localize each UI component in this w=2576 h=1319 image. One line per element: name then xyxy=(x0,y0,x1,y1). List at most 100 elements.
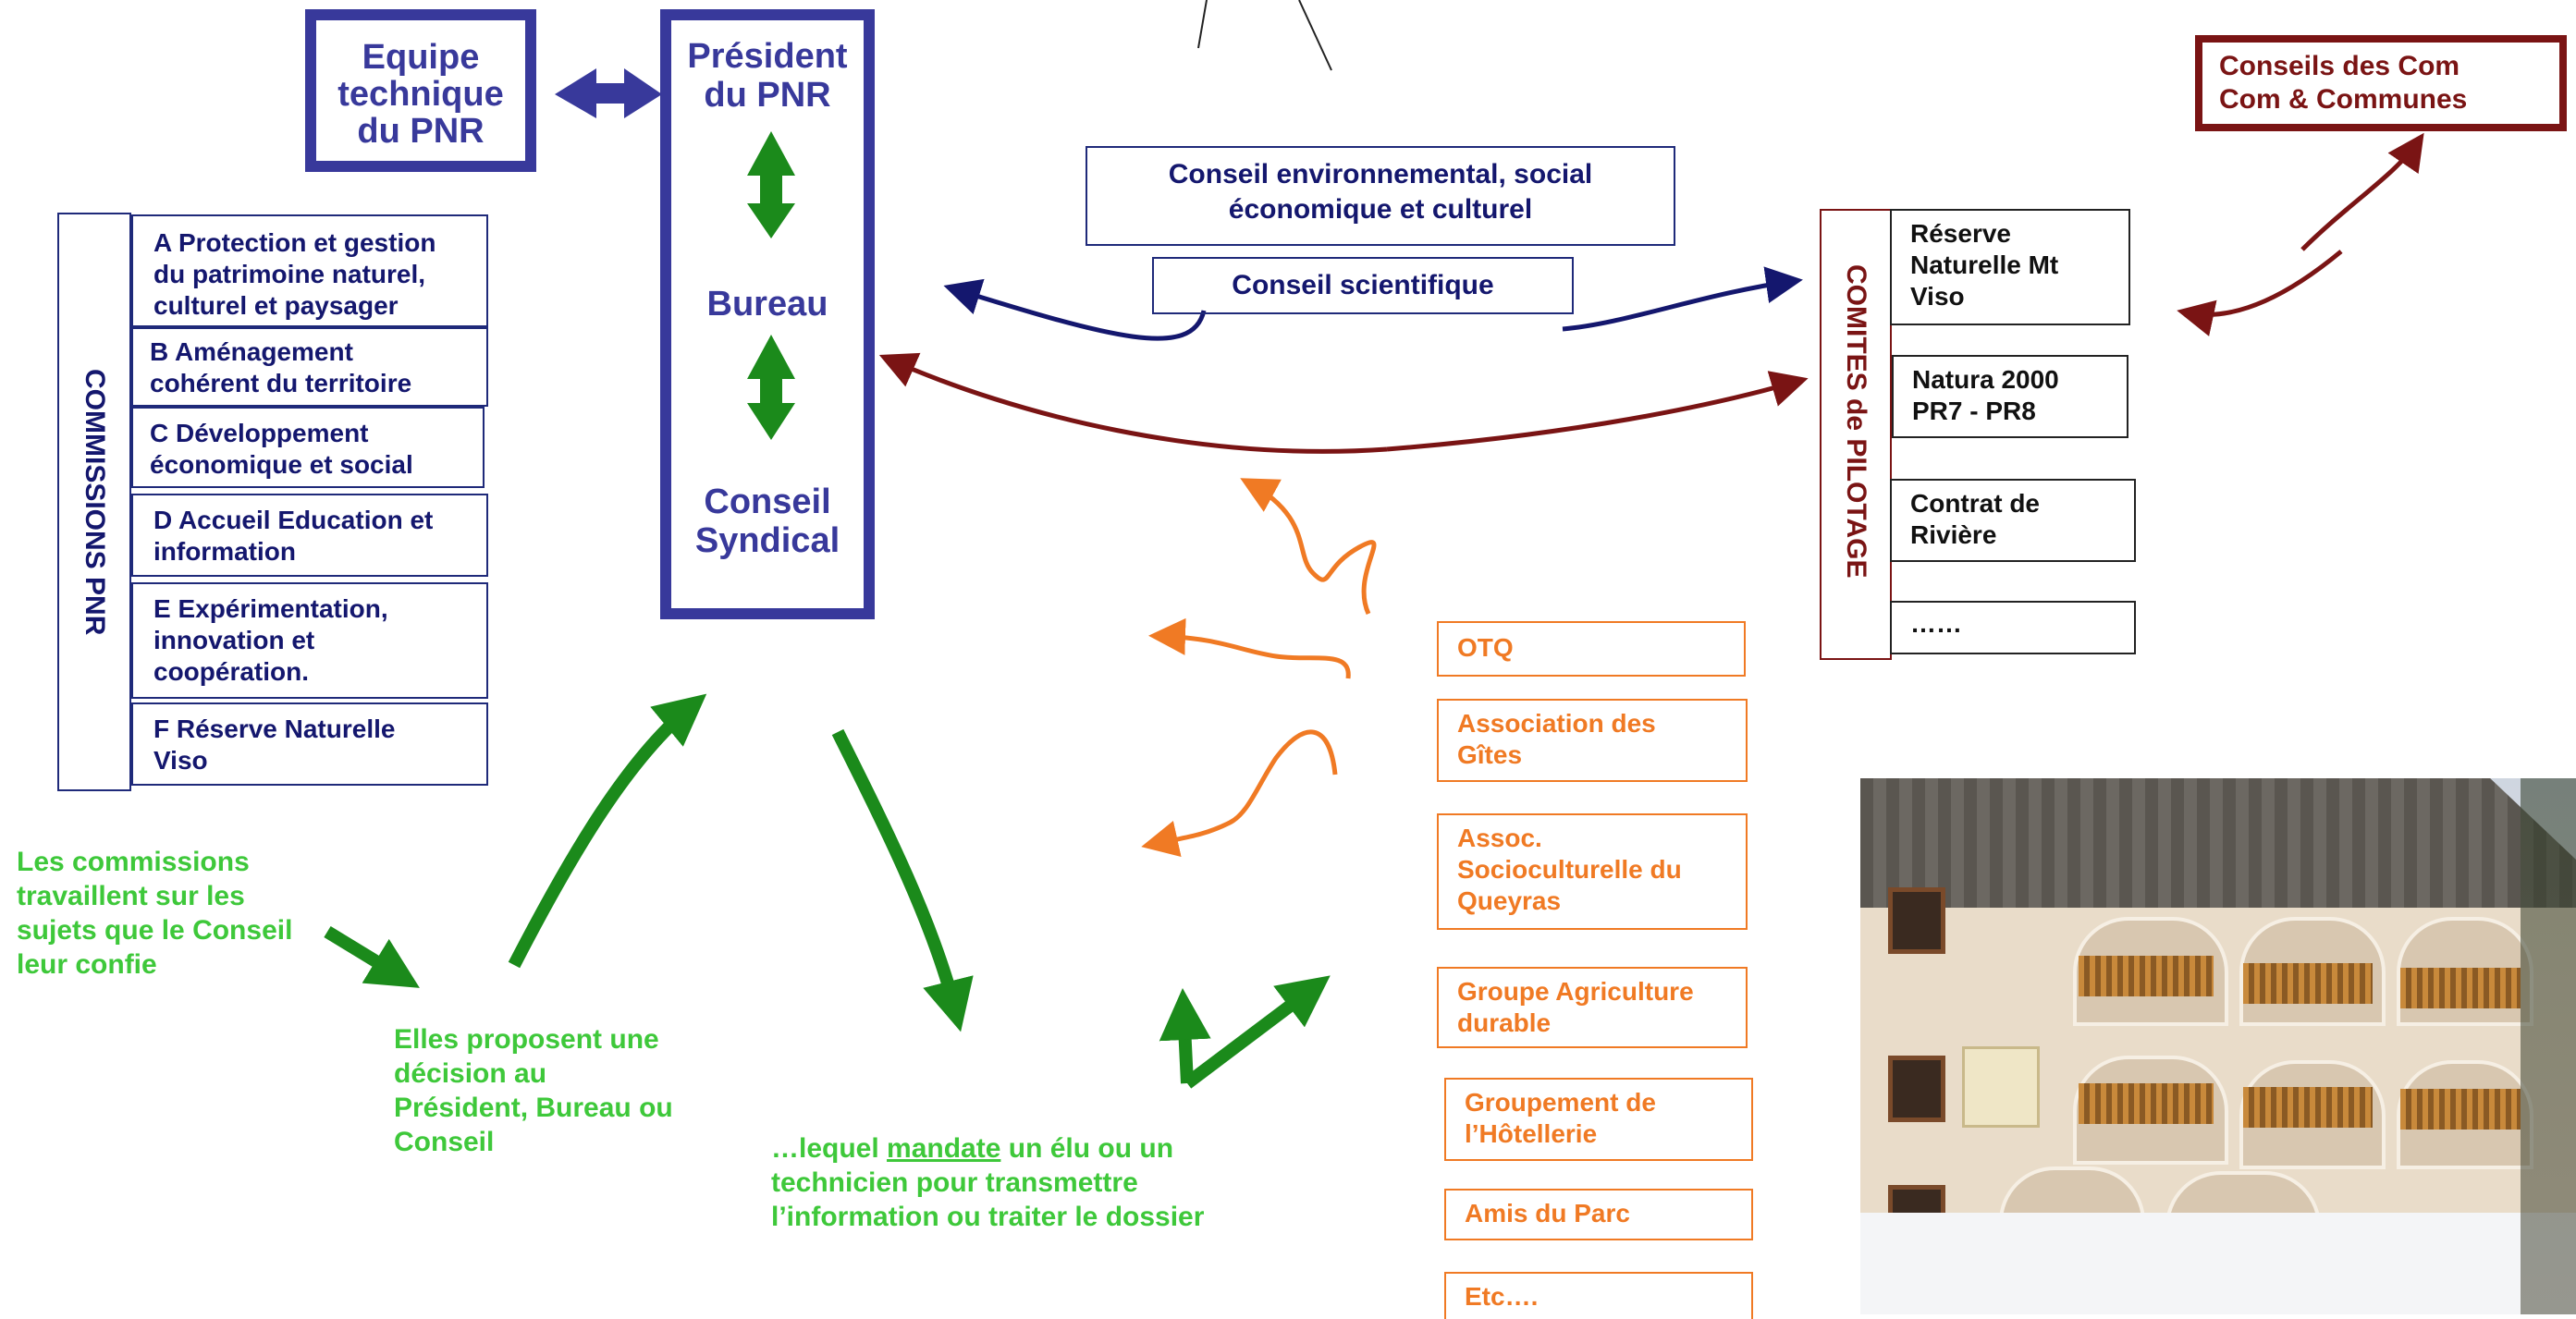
note-propose: Elles proposent une décision au Présiden… xyxy=(394,1022,708,1159)
commission-line: E Expérimentation, xyxy=(153,594,388,623)
red-arrow-to-comites xyxy=(1386,371,1809,452)
commission-line: innovation et xyxy=(153,626,315,654)
commission-line: du patrimoine naturel, xyxy=(153,260,426,288)
orange-wavy-arrow-3 xyxy=(1141,729,1338,858)
partner-line: Assoc. xyxy=(1457,824,1542,852)
photo-balcony xyxy=(2079,956,2214,996)
photo-balcony xyxy=(2243,1087,2373,1128)
orange-wavy-arrow-2 xyxy=(1148,617,1351,679)
conseil-environnemental-box: Conseil environnemental, social économiq… xyxy=(1086,146,1675,246)
navy-arrow-left xyxy=(943,278,1207,341)
commission-line: B Aménagement xyxy=(150,337,353,366)
partner-etc: Etc…. xyxy=(1444,1272,1753,1319)
note-commissions-work: Les commissions travaillent sur les suje… xyxy=(17,845,331,982)
comite-line: Réserve xyxy=(1910,219,2011,248)
president-line: du PNR xyxy=(704,76,831,115)
commissions-title-box: COMMISSIONS PNR xyxy=(57,213,131,791)
conseils-com-line: Com & Communes xyxy=(2219,84,2468,115)
comite-item-more: …… xyxy=(1890,601,2136,654)
commission-line: Viso xyxy=(153,746,208,775)
green-arrow-mandate-up xyxy=(1159,988,1211,1084)
green-arrow-commissions-to-propose xyxy=(324,926,420,988)
red-arrow-conseils-com xyxy=(2177,250,2343,336)
note-line: sujets que le Conseil xyxy=(17,915,293,946)
partner-line: Amis du Parc xyxy=(1465,1199,1630,1227)
conseil-syndical-line: Syndical xyxy=(694,521,840,560)
photo-window xyxy=(1888,1056,1945,1122)
partner-groupement-hotellerie: Groupement de l’Hôtellerie xyxy=(1444,1078,1753,1161)
comite-line: Viso xyxy=(1910,282,1965,311)
commissions-title: COMMISSIONS PNR xyxy=(80,368,110,636)
photo-tree xyxy=(2521,778,2576,1314)
photo-balcony xyxy=(2400,1089,2521,1130)
commission-line: information xyxy=(153,537,296,566)
partner-line: Gîtes xyxy=(1457,740,1523,769)
partner-line: OTQ xyxy=(1457,633,1514,662)
commission-item-e: E Expérimentation, innovation et coopéra… xyxy=(131,582,488,699)
note-line: …lequel mandate un élu ou un xyxy=(771,1131,1270,1166)
navy-arrow-right xyxy=(1562,266,1803,332)
commission-line: D Accueil Education et xyxy=(153,506,434,534)
comite-item-natura: Natura 2000 PR7 - PR8 xyxy=(1892,355,2128,438)
top-line-left xyxy=(1197,0,1208,49)
partner-line: durable xyxy=(1457,1008,1552,1037)
photo-balcony xyxy=(2079,1083,2214,1124)
comite-line: Naturelle Mt xyxy=(1910,250,2059,279)
commission-line: F Réserve Naturelle xyxy=(153,714,396,743)
comite-line: PR7 - PR8 xyxy=(1912,397,2036,425)
note-mandate-underlined: mandate xyxy=(887,1133,1001,1164)
photo-roof xyxy=(1860,778,2576,926)
photo-balcony xyxy=(2243,963,2373,1004)
commission-item-f: F Réserve Naturelle Viso xyxy=(131,702,488,786)
equipe-technique-line: technique xyxy=(337,75,504,114)
partner-otq: OTQ xyxy=(1437,621,1746,677)
photo-sundial xyxy=(1962,1046,2040,1128)
commission-item-d: D Accueil Education et information xyxy=(131,494,488,577)
note-mandate-suffix: un élu ou un xyxy=(1000,1133,1174,1164)
note-line: Conseil xyxy=(394,1127,495,1157)
note-line: Président, Bureau ou xyxy=(394,1093,673,1123)
conseil-scientifique-label: Conseil scientifique xyxy=(1232,270,1494,300)
commission-line: culturel et paysager xyxy=(153,291,399,320)
comite-item-contrat: Contrat de Rivière xyxy=(1890,479,2136,562)
conseils-com-box: Conseils des Com Com & Communes xyxy=(2195,35,2567,131)
note-line: décision au xyxy=(394,1058,547,1089)
comites-title: COMITES de PILOTAGE xyxy=(1841,264,1871,579)
photo-window xyxy=(1888,887,1945,954)
commission-line: économique et social xyxy=(150,450,413,479)
equipe-technique-line: Equipe xyxy=(362,38,480,77)
partner-line: Groupe Agriculture xyxy=(1457,977,1694,1006)
partner-line: Queyras xyxy=(1457,886,1562,915)
note-line: Les commissions xyxy=(17,847,250,877)
comites-title-box: COMITES de PILOTAGE xyxy=(1820,209,1892,660)
bureau-conseil-double-arrow xyxy=(747,335,795,440)
conseil-scientifique-box: Conseil scientifique xyxy=(1152,257,1574,314)
equipe-technique-box: Equipe technique du PNR xyxy=(305,9,536,172)
equipe-president-double-arrow xyxy=(555,68,662,118)
note-line: l’information ou traiter le dossier xyxy=(771,1202,1205,1232)
conseil-environnemental-line: économique et culturel xyxy=(1228,194,1533,225)
equipe-technique-line: du PNR xyxy=(357,112,485,151)
green-arrow-mandate-to-partners xyxy=(1183,975,1331,1089)
note-line: technicien pour transmettre xyxy=(771,1167,1138,1198)
commission-line: cohérent du territoire xyxy=(150,369,412,397)
partner-line: Socioculturelle du xyxy=(1457,855,1682,884)
partner-line: Etc…. xyxy=(1465,1282,1539,1311)
comite-line: Natura 2000 xyxy=(1912,365,2059,394)
comite-item-reserve: Réserve Naturelle Mt Viso xyxy=(1890,209,2130,325)
green-arrow-propose-to-president xyxy=(508,693,707,969)
photo-snow xyxy=(1860,1213,2576,1314)
commission-line: A Protection et gestion xyxy=(153,228,436,257)
president-column-box: Président du PNR Bureau Conseil Syndical xyxy=(660,9,875,619)
note-line: leur confie xyxy=(17,949,157,980)
partner-groupe-agriculture: Groupe Agriculture durable xyxy=(1437,967,1748,1048)
conseil-syndical-label: Conseil Syndical xyxy=(671,482,864,560)
note-line: travaillent sur les xyxy=(17,881,245,911)
conseils-com-line: Conseils des Com xyxy=(2219,51,2460,81)
green-arrow-president-to-mandate xyxy=(831,728,974,1032)
commission-line: C Développement xyxy=(150,419,369,447)
comite-line: Contrat de xyxy=(1910,489,2040,518)
commission-item-c: C Développement économique et social xyxy=(131,407,485,488)
president-bureau-double-arrow xyxy=(747,131,795,238)
